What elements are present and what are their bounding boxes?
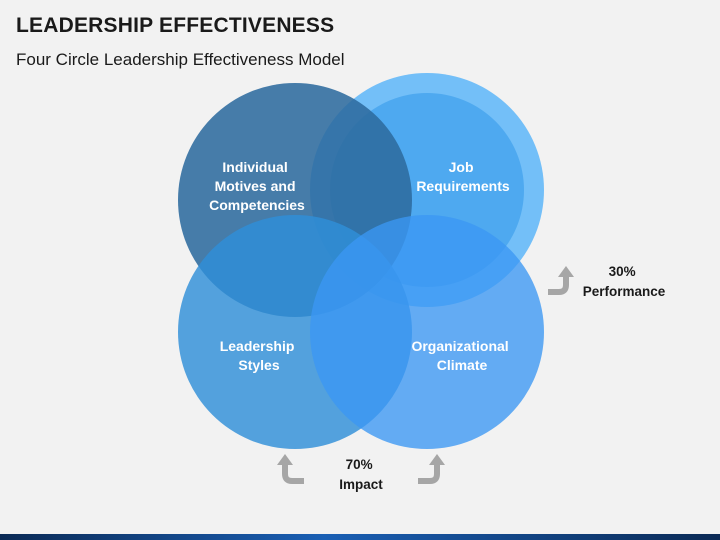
impact-left-curved-arrow-icon (282, 464, 304, 484)
job-requirements-label: Job Requirements (416, 159, 510, 194)
organizational-climate-label: Organizational Climate (411, 338, 512, 373)
page-subtitle: Four Circle Leadership Effectiveness Mod… (16, 50, 345, 69)
performance-stat: 30% Performance (583, 264, 666, 299)
page-title: LEADERSHIP EFFECTIVENESS (16, 14, 335, 37)
impact-stat: 70% Impact (339, 457, 383, 492)
individual-motives-label: Individual Motives and Competencies (209, 159, 305, 213)
impact-right-curved-arrow-icon (418, 464, 440, 484)
footer-accent-bar (0, 534, 720, 540)
performance-arrowhead-icon (558, 266, 574, 277)
organizational-climate-circle (310, 215, 544, 449)
performance-curved-arrow-icon (548, 276, 569, 295)
leadership-styles-label: Leadership Styles (220, 338, 299, 373)
impact-left-arrowhead-icon (277, 454, 293, 465)
impact-right-arrowhead-icon (429, 454, 445, 465)
